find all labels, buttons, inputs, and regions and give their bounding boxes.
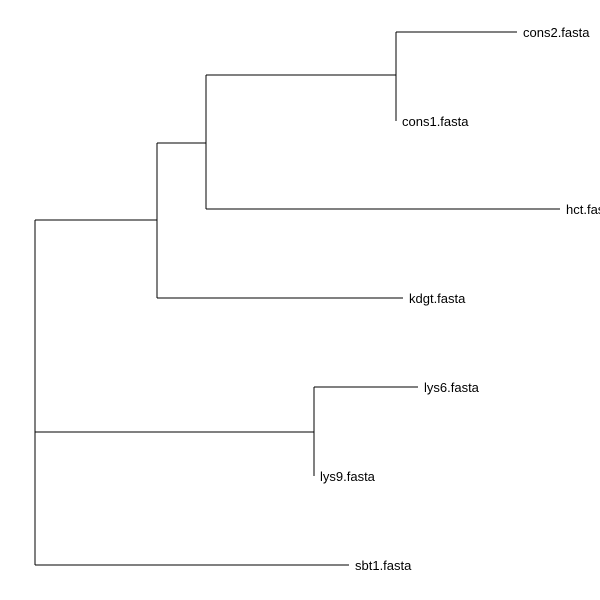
tip-label-lys6: lys6.fasta <box>424 380 480 395</box>
tip-label-kdgt: kdgt.fasta <box>409 291 466 306</box>
tip-label-hct: hct.fasta <box>566 202 600 217</box>
tip-label-lys9: lys9.fasta <box>320 469 376 484</box>
tip-label-cons1: cons1.fasta <box>402 114 469 129</box>
tree-branches <box>34 31 560 566</box>
tip-labels: cons2.fasta cons1.fasta hct.fasta kdgt.fast… <box>320 25 600 573</box>
tip-label-sbt1: sbt1.fasta <box>355 558 412 573</box>
tip-label-cons2: cons2.fasta <box>523 25 590 40</box>
